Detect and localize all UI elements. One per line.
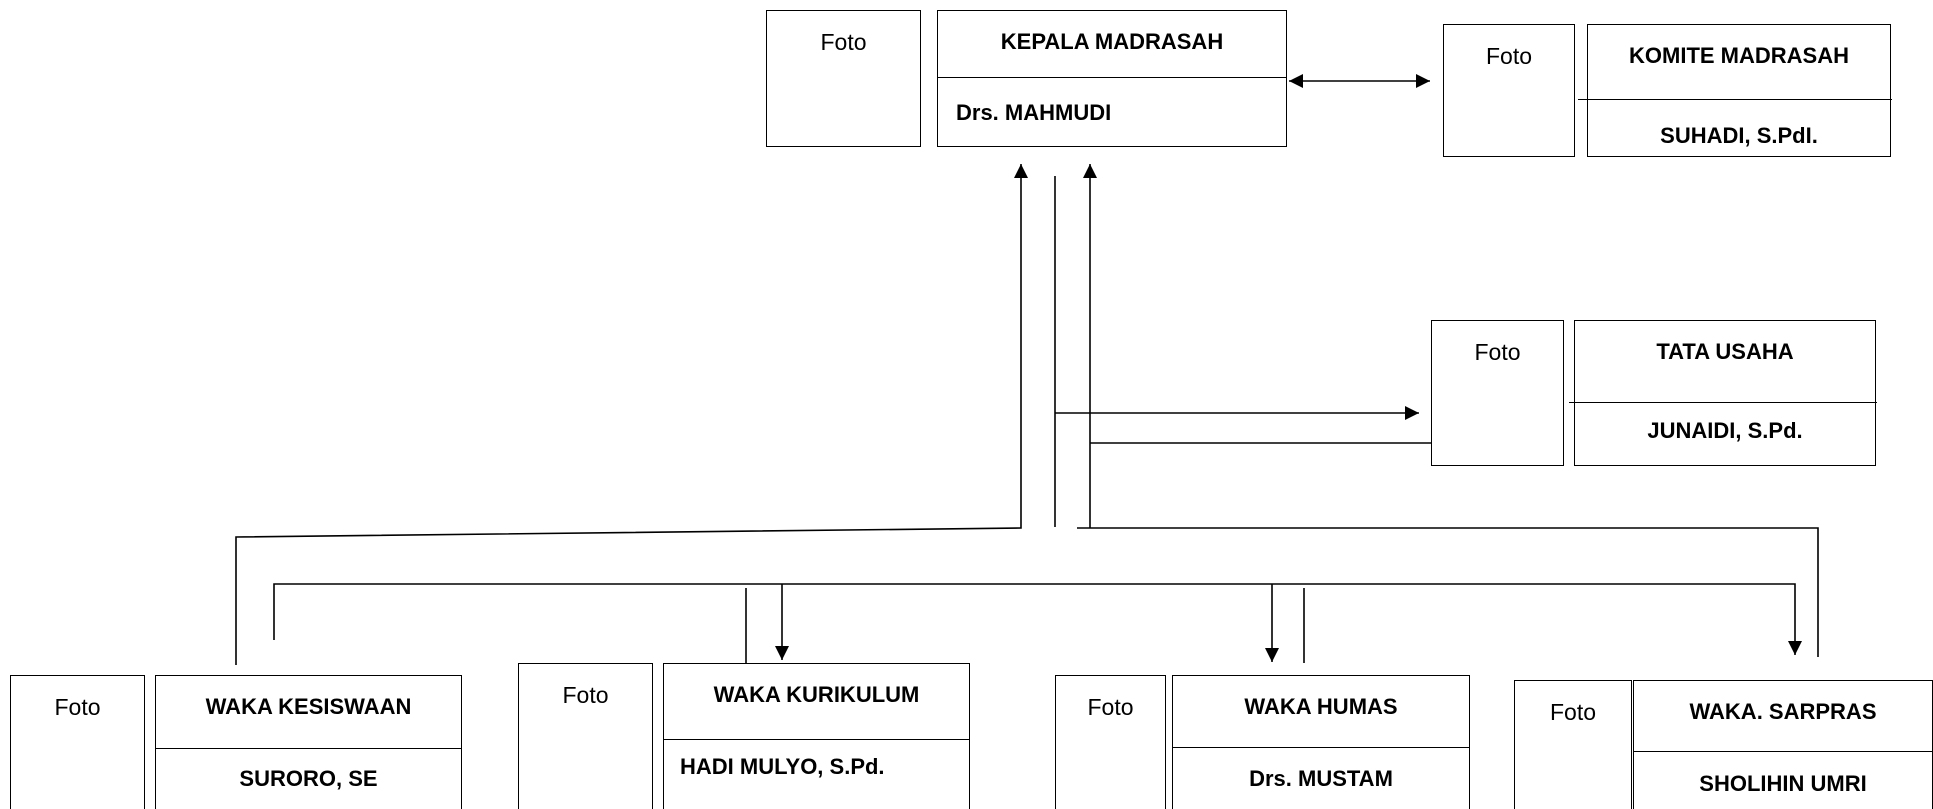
photo-label: Foto [54,694,101,720]
vice-curriculum-name: HADI MULYO, S.Pd. [680,754,885,779]
vice-student-box: WAKA KESISWAAN SURORO, SE [155,675,462,809]
right-branch [1077,527,1819,657]
committee-divider [1578,99,1892,100]
vice-student-divider [156,748,461,749]
admin-name: JUNAIDI, S.Pd. [1647,418,1803,443]
photo-label: Foto [1485,43,1533,69]
vice-student-name: SURORO, SE [239,766,378,791]
committee-name: SUHADI, S.PdI. [1660,123,1818,148]
vice-facilities-name: SHOLIHIN UMRI [1699,771,1867,796]
head-title: KEPALA MADRASAH [1000,29,1224,54]
vice-public-title: WAKA HUMAS [1244,694,1398,719]
vice-public-photo: Foto [1055,675,1166,809]
distribution-line [273,583,1802,655]
vice-curriculum-title: WAKA KURIKULUM [713,682,920,707]
head-divider [938,77,1286,78]
photo-label: Foto [562,682,609,708]
vice-curriculum-divider [664,739,969,740]
vice-curriculum-box: WAKA KURIKULUM HADI MULYO, S.Pd. [663,663,970,809]
vice-facilities-title: WAKA. SARPRAS [1689,699,1877,724]
vice-public-box: WAKA HUMAS Drs. MUSTAM [1172,675,1470,809]
vice-public-divider [1173,747,1469,748]
photo-label: Foto [1549,699,1597,725]
vice-facilities-divider [1634,751,1932,752]
head-name: Drs. MAHMUDI [956,100,1112,125]
admin-divider [1569,402,1877,403]
photo-label: Foto [1087,694,1134,720]
admin-box: TATA USAHA JUNAIDI, S.Pd. [1569,320,1877,466]
left-trunk [235,164,1028,665]
committee-box: KOMITE MADRASAH SUHADI, S.PdI. [1578,24,1892,157]
photo-label: Foto [1474,339,1521,365]
committee-photo: Foto [1443,24,1575,157]
admin-title: TATA USAHA [1656,339,1794,364]
vice-student-title: WAKA KESISWAAN [205,694,412,719]
vice-facilities-box: WAKA. SARPRAS SHOLIHIN UMRI [1633,680,1933,809]
vice-student-photo: Foto [10,675,145,809]
vice-public-name: Drs. MUSTAM [1249,766,1393,791]
head-box: KEPALA MADRASAH Drs. MAHMUDI [937,10,1287,147]
admin-photo: Foto [1431,320,1564,466]
head-photo: Foto [766,10,921,147]
photo-label: Foto [820,29,867,55]
committee-title: KOMITE MADRASAH [1629,43,1849,68]
vice-facilities-photo: Foto [1514,680,1632,809]
vice-curriculum-photo: Foto [518,663,653,809]
